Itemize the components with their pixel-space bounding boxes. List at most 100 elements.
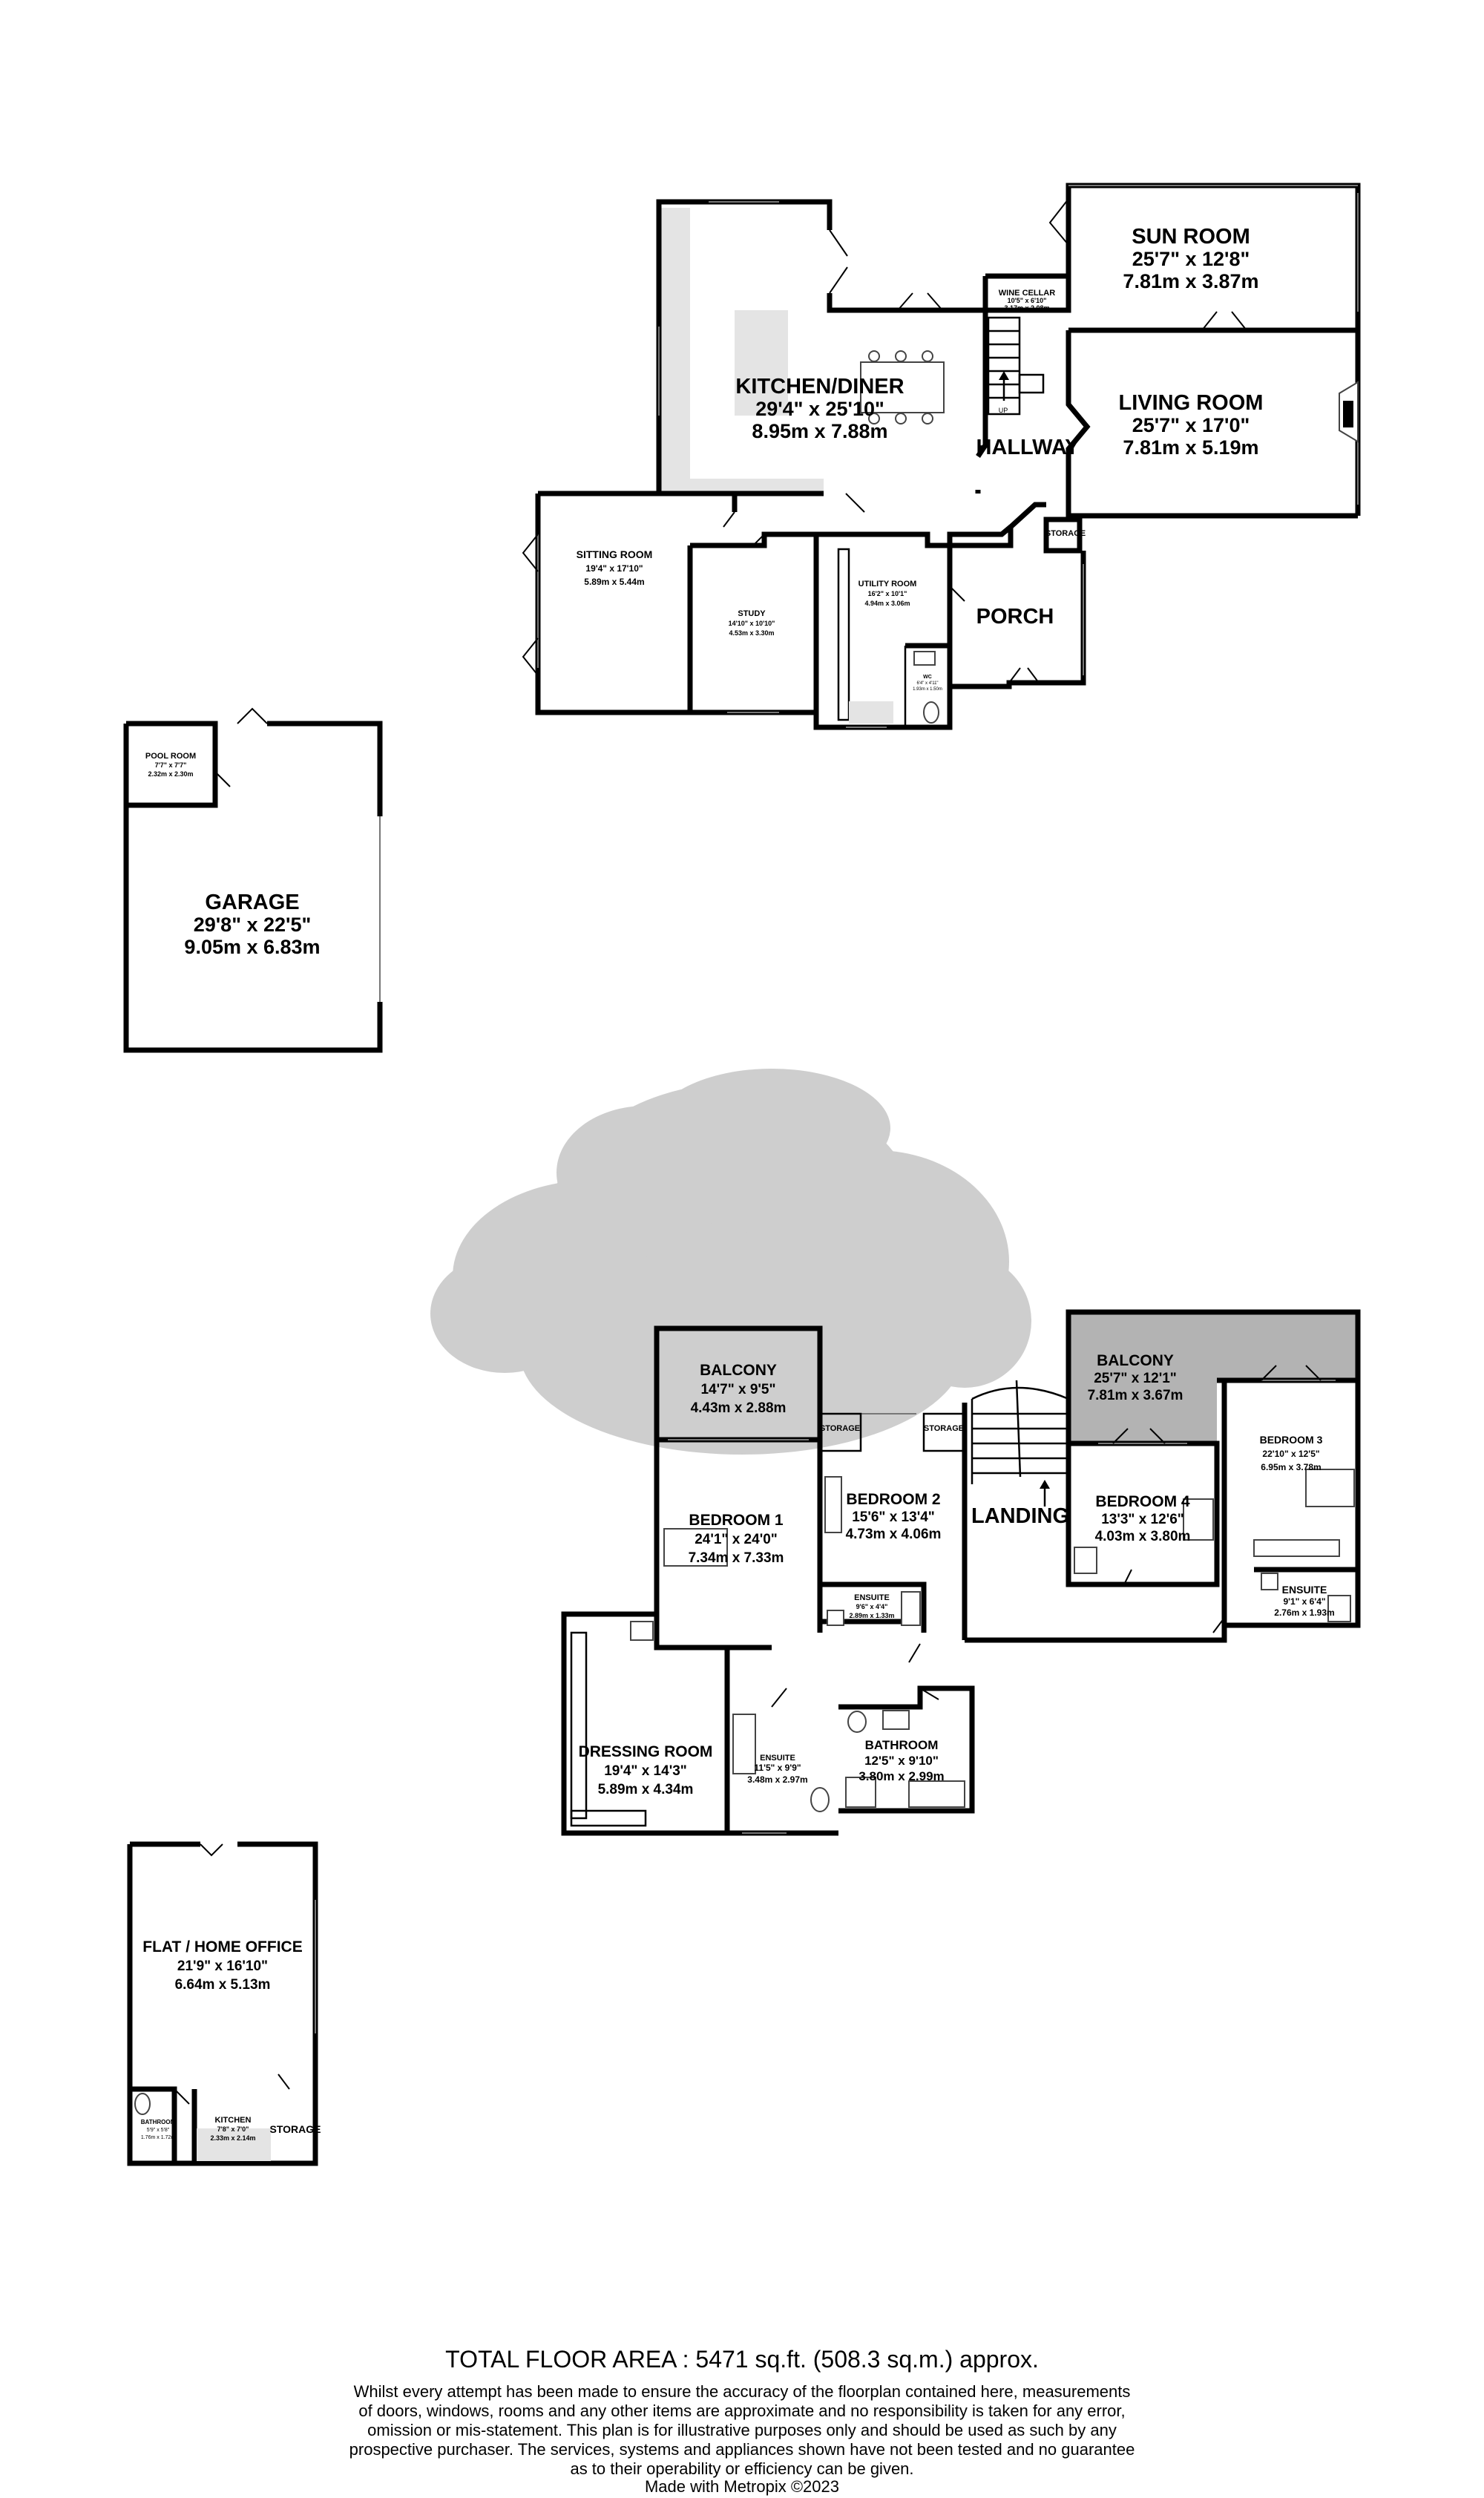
room-size-imperial: 13'3" x 12'6" [1101,1512,1184,1527]
dining-table [860,361,945,413]
flat-home-office [127,1841,318,2166]
credit: Made with Metropix ©2023 [645,2477,839,2496]
room-name: ENSUITE [854,1593,890,1602]
toilet [134,2093,151,2115]
room-name: PORCH [976,605,1054,629]
room-size-metric: 4.73m x 4.06m [846,1527,942,1542]
room-size-imperial: 24'1" x 24'0" [695,1532,778,1547]
room-size-metric: 2.76m x 1.93m [1274,1607,1334,1618]
room-size-imperial: 29'8" x 22'5" [194,914,312,936]
room-size-metric: 4.03m x 3.80m [1095,1529,1191,1544]
room-size-imperial: 10'5" x 6'10" [1008,297,1047,304]
room-name: KITCHEN [215,2116,252,2125]
corridor-wall [965,1625,1227,1643]
toilet [923,701,939,724]
first-floor [561,1309,1361,1836]
dressing-wall [561,1611,838,1836]
room-size-metric: 4.94m x 3.06m [864,600,910,607]
bathtub [908,1780,965,1808]
room-name: SITTING ROOM [577,548,653,560]
porch-wall [950,502,1046,548]
room-name: BEDROOM 4 [1095,1493,1190,1510]
room-name: WC [923,675,932,680]
toilet [827,1610,844,1626]
wc-basin [913,651,936,666]
footer: TOTAL FLOOR AREA : 5471 sq.ft. (508.3 sq… [349,2346,1135,2496]
first-floor-stairs [971,1380,1070,1484]
porch-wall [947,551,1086,727]
room-size-metric: 3.80m x 2.99m [858,1769,944,1783]
flat-kitchen-counter [197,2128,271,2161]
room-size-imperial: 7'7" x 7'7" [155,761,187,769]
room-size-imperial: 14'7" x 9'5" [700,1382,775,1397]
bed [824,1476,842,1533]
door-swing [1212,1617,1225,1633]
room-size-imperial: 22'10" x 12'5" [1262,1449,1319,1459]
room-size-imperial: 21'9" x 16'10" [177,1958,268,1974]
room-size-imperial: 19'4" x 14'3" [604,1763,687,1779]
room-size-imperial: 29'4" x 25'10" [755,398,884,420]
door-swing [723,511,765,546]
room-size-metric: 2.32m x 2.30m [148,770,193,778]
fireplace-hearth [1343,401,1353,427]
room-size-imperial: 19'4" x 17'10" [585,563,643,574]
room-name: POOL ROOM [145,752,196,761]
door-swing [200,1843,223,1857]
door-swing [897,292,943,311]
room-name: UTILITY ROOM [858,580,917,589]
room-size-imperial: 5'9" x 5'8" [147,2128,170,2133]
room-name: BALCONY [1097,1352,1174,1369]
door-swing [829,229,848,294]
room-name: ENSUITE [760,1754,795,1763]
room-name: BATHROOM [141,2119,176,2125]
door-swing [1201,311,1247,331]
wardrobe [570,1631,588,1820]
room-size-metric: 7.81m x 5.19m [1123,436,1258,459]
room-size-metric: 7.81m x 3.87m [1123,270,1258,292]
stairs-up-label: UP [999,407,1008,414]
disclaimer-line: Whilst every attempt has been made to en… [354,2382,1131,2401]
room-size-imperial: 12'5" x 9'10" [864,1754,939,1768]
room-name: DRESSING ROOM [579,1743,713,1760]
total-floor-area: TOTAL FLOOR AREA : 5471 sq.ft. (508.3 sq… [445,2346,1039,2373]
room-name: BATHROOM [865,1738,939,1752]
room-name: HALLWAY [976,436,1079,459]
room-size-metric: 8.95m x 7.88m [752,420,887,442]
wardrobe [1253,1539,1340,1557]
door-swing [214,707,268,787]
room-size-metric: 5.89m x 4.34m [598,1782,694,1797]
room-size-imperial: 25'7" x 17'0" [1132,414,1250,436]
wardrobe [570,1809,647,1827]
bathroom-wall [838,1685,975,1814]
room-size-metric: 1.76m x 1.72m [141,2135,175,2140]
room-size-imperial: 9'1" x 6'4" [1283,1596,1325,1607]
room-name: GARAGE [205,891,299,914]
toilet [847,1711,867,1733]
disclaimer-line: as to their operability or efficiency ca… [570,2459,913,2478]
shower [732,1714,756,1774]
room-labels: SUN ROOM 25'7" x 12'8" 7.81m x 3.87m WIN… [141,225,1335,2142]
ensuite-b2-wall [820,1581,927,1633]
kitchen-counter [659,208,824,494]
disclaimer-line: of doors, windows, rooms and any other i… [358,2402,1125,2420]
door-swing [1112,1428,1166,1585]
room-size-metric: 3.17m x 2.08m [1004,304,1049,312]
room-size-metric: 3.48m x 2.97m [747,1774,807,1785]
balcony-2-wall [1066,1309,1361,1443]
room-size-imperial: 7'8" x 7'0" [217,2125,249,2133]
room-name: BEDROOM 2 [846,1491,940,1508]
room-size-metric: 2.33m x 2.14m [210,2134,255,2142]
garage-wall [123,724,383,1053]
wine-cellar-wall [982,273,1071,313]
room-size-metric: 2.89m x 1.33m [849,1612,894,1619]
study-wall [690,531,819,715]
disclaimer-line: omission or mis-statement. This plan is … [367,2421,1117,2439]
room-size-metric: 4.43m x 2.88m [691,1400,787,1416]
room-name: ENSUITE [1282,1584,1327,1596]
utility-wall [813,545,953,730]
room-size-metric: 9.05m x 6.83m [184,936,320,958]
room-name: KITCHEN/DINER [735,375,904,399]
room-size-metric: 6.95m x 3.78m [1261,1462,1321,1472]
tree-illustration [430,1069,1031,1455]
room-name: STORAGE [1045,529,1086,538]
